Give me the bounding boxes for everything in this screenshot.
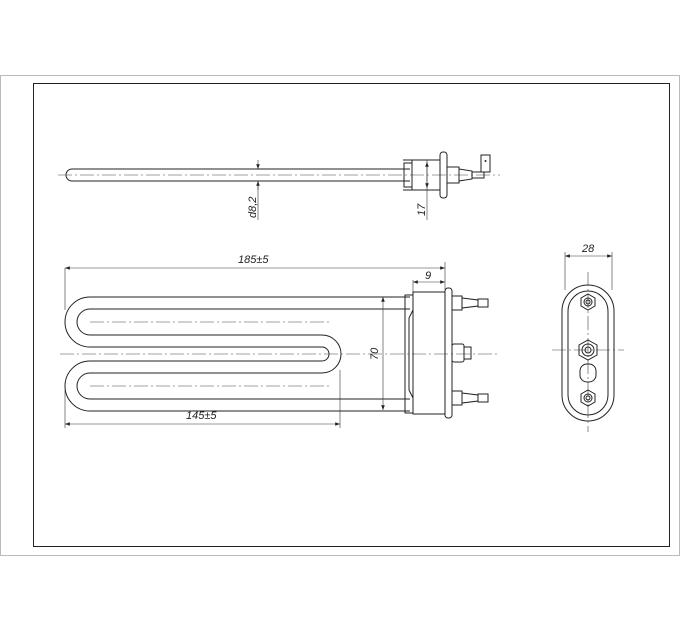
overall-length-dimension: 185±5	[238, 254, 269, 266]
flange-dimension: 17	[416, 203, 428, 216]
outer-frame	[0, 75, 680, 556]
top-view: 185±5 9 70 145±5	[60, 254, 500, 428]
end-view: 28	[552, 243, 624, 432]
loop-length-dimension: 145±5	[186, 410, 217, 422]
drawing-frame	[33, 83, 670, 547]
flange-offset-dimension: 9	[425, 270, 431, 282]
diameter-dimension: d8,2	[247, 197, 259, 218]
side-view: d8,2 17	[58, 151, 500, 220]
height-dimension: 70	[369, 347, 381, 360]
width-dimension: 28	[581, 243, 595, 255]
